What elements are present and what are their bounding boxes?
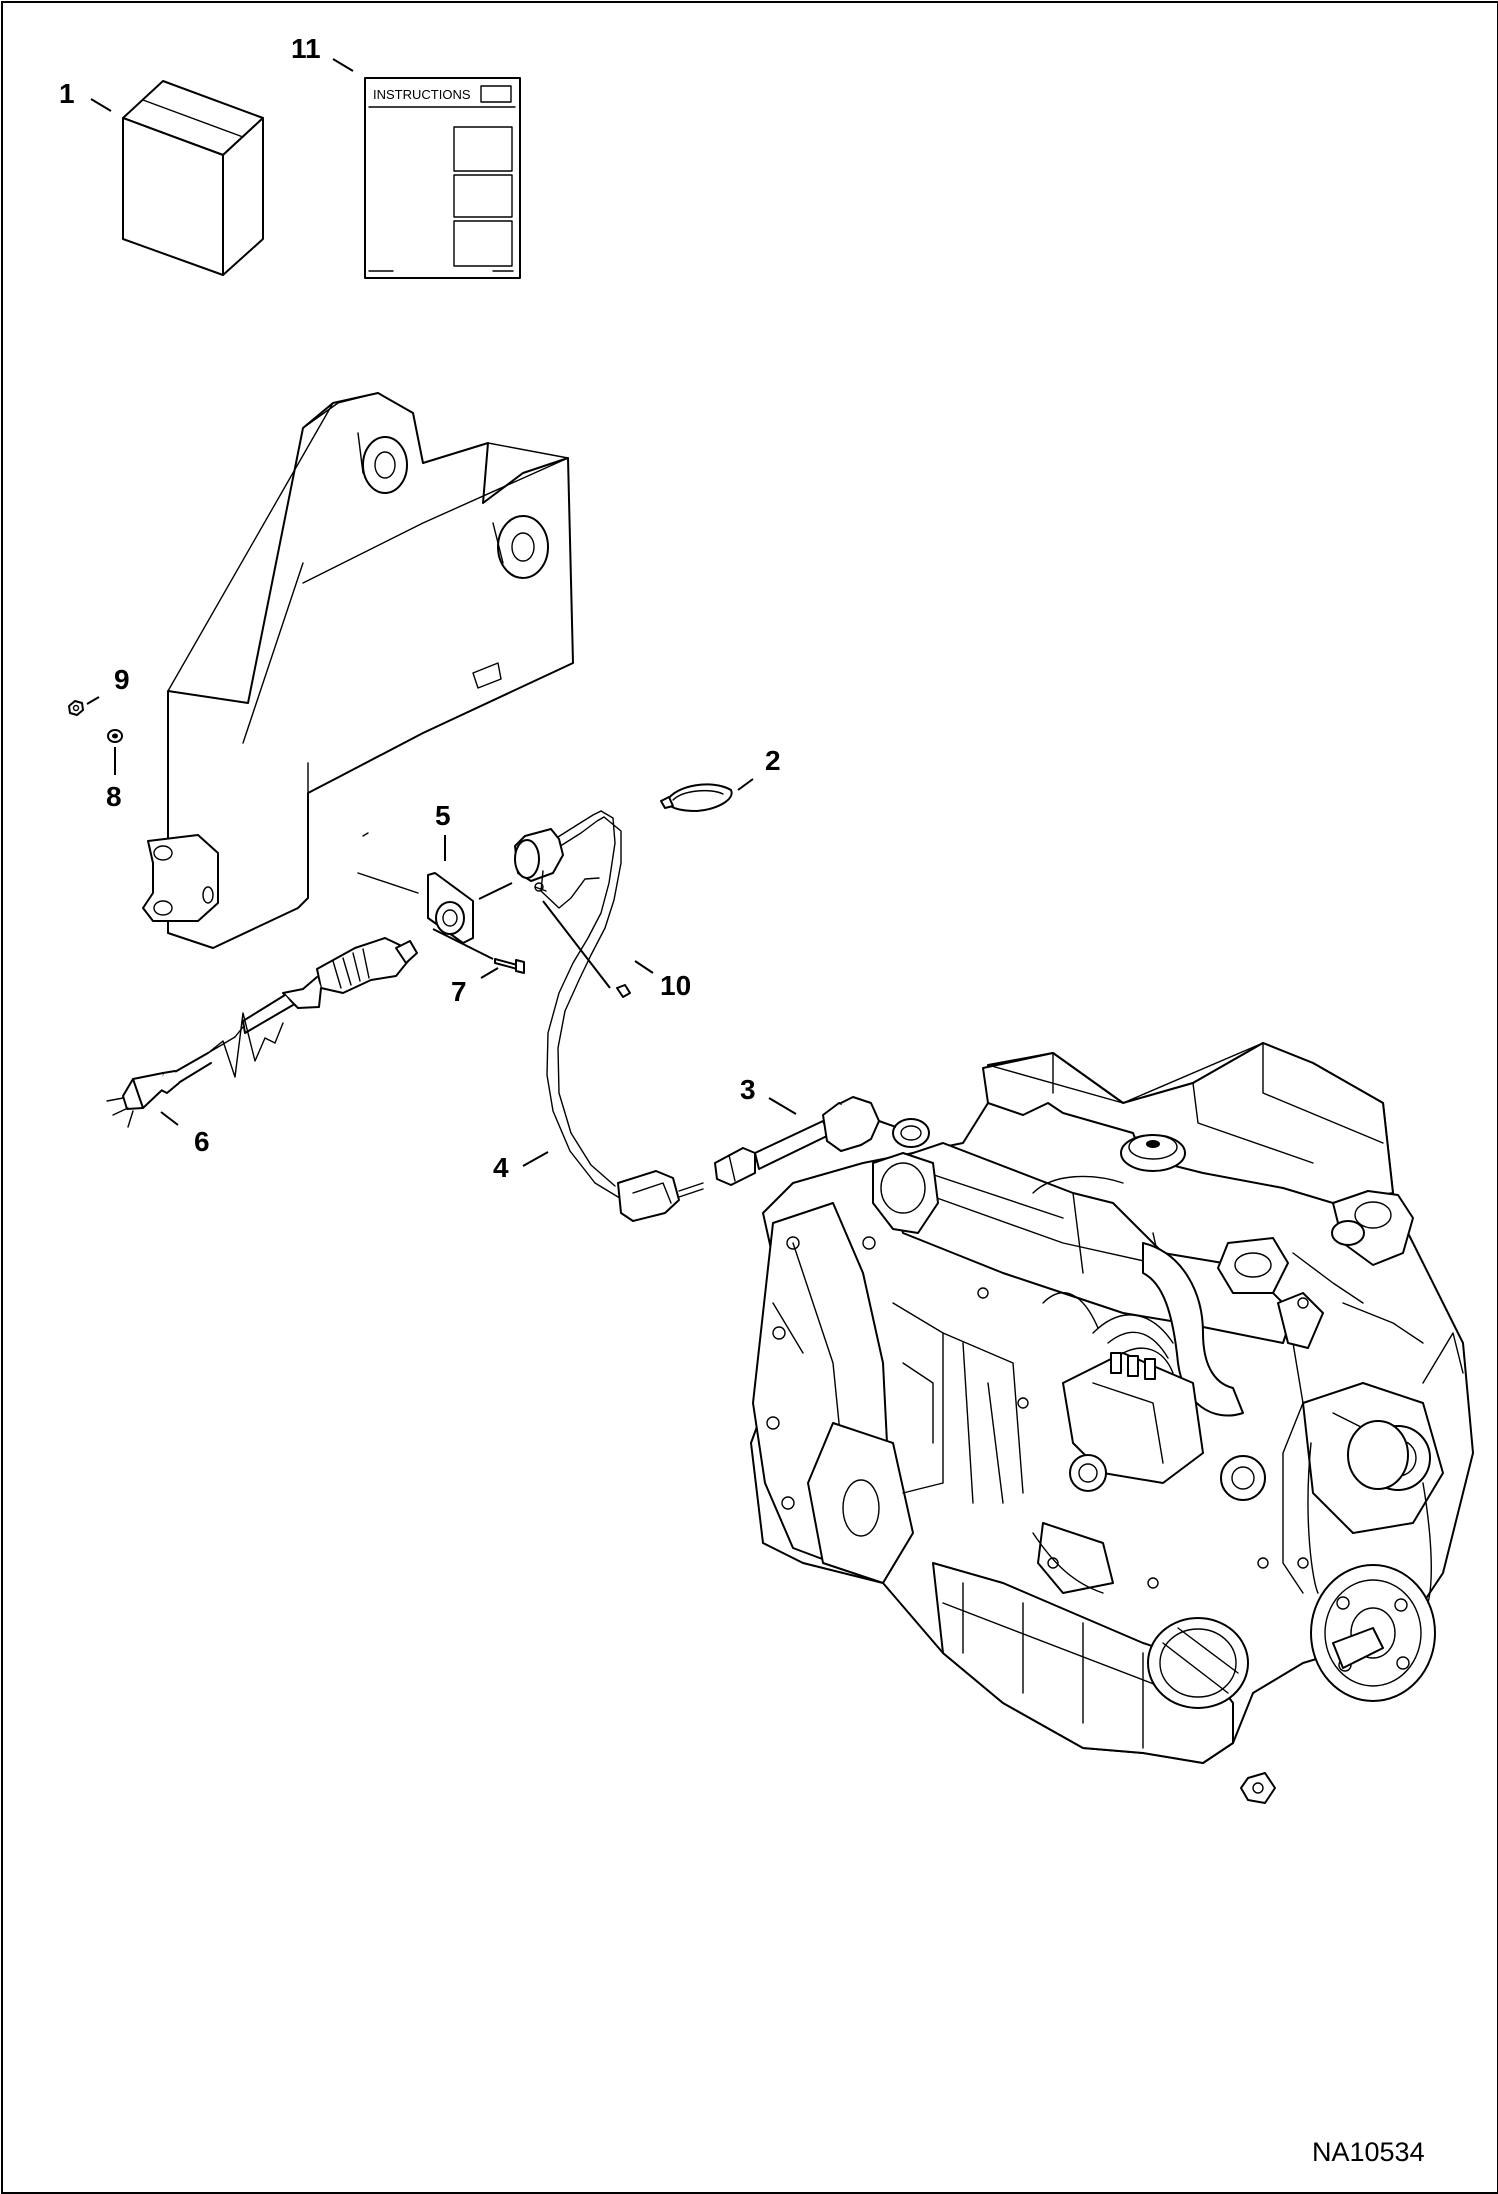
callout-label: 9	[114, 664, 130, 695]
callout-label: 10	[660, 970, 691, 1001]
instructions-title: INSTRUCTIONS	[373, 87, 471, 102]
part-10-screw	[616, 984, 631, 998]
callout-label: 2	[765, 745, 781, 776]
callout-11: 11	[291, 33, 354, 72]
exploded-parts-diagram: 1 INSTRUCTIONS 11	[59, 33, 1474, 2167]
part-4-wiring-harness	[514, 810, 704, 1222]
part-1-box	[122, 80, 264, 276]
callout-label: 1	[59, 78, 75, 109]
loader-arm-bracket	[142, 392, 574, 949]
callout-6: 6	[160, 1111, 210, 1157]
part-11-instructions-sheet: INSTRUCTIONS	[364, 77, 521, 279]
callout-label: 3	[740, 1074, 756, 1105]
callout-label: 11	[291, 33, 321, 64]
callout-label: 4	[493, 1152, 509, 1183]
part-8-washer	[107, 729, 123, 743]
part-9-nut	[68, 700, 84, 716]
part-2-tie-strap	[660, 783, 733, 812]
part-3-block-heater	[714, 1096, 930, 1186]
part-6-heater-cord	[106, 937, 418, 1128]
part-5-clamp	[427, 872, 474, 944]
callout-9: 9	[86, 664, 130, 705]
part-7-screw	[494, 958, 525, 974]
callout-label: 6	[194, 1126, 210, 1157]
callout-4: 4	[493, 1151, 549, 1183]
callout-1: 1	[59, 78, 112, 112]
callout-5: 5	[435, 800, 451, 861]
callout-label: 7	[451, 976, 467, 1007]
callout-label: 5	[435, 800, 451, 831]
callout-2: 2	[737, 745, 781, 791]
callout-label: 8	[106, 781, 122, 812]
figure-id: NA10534	[1312, 2137, 1425, 2167]
callout-3: 3	[740, 1074, 797, 1115]
engine-assembly	[750, 1042, 1474, 1804]
callout-10: 10	[634, 960, 691, 1001]
callout-7: 7	[451, 967, 499, 1007]
callout-8: 8	[106, 747, 122, 812]
